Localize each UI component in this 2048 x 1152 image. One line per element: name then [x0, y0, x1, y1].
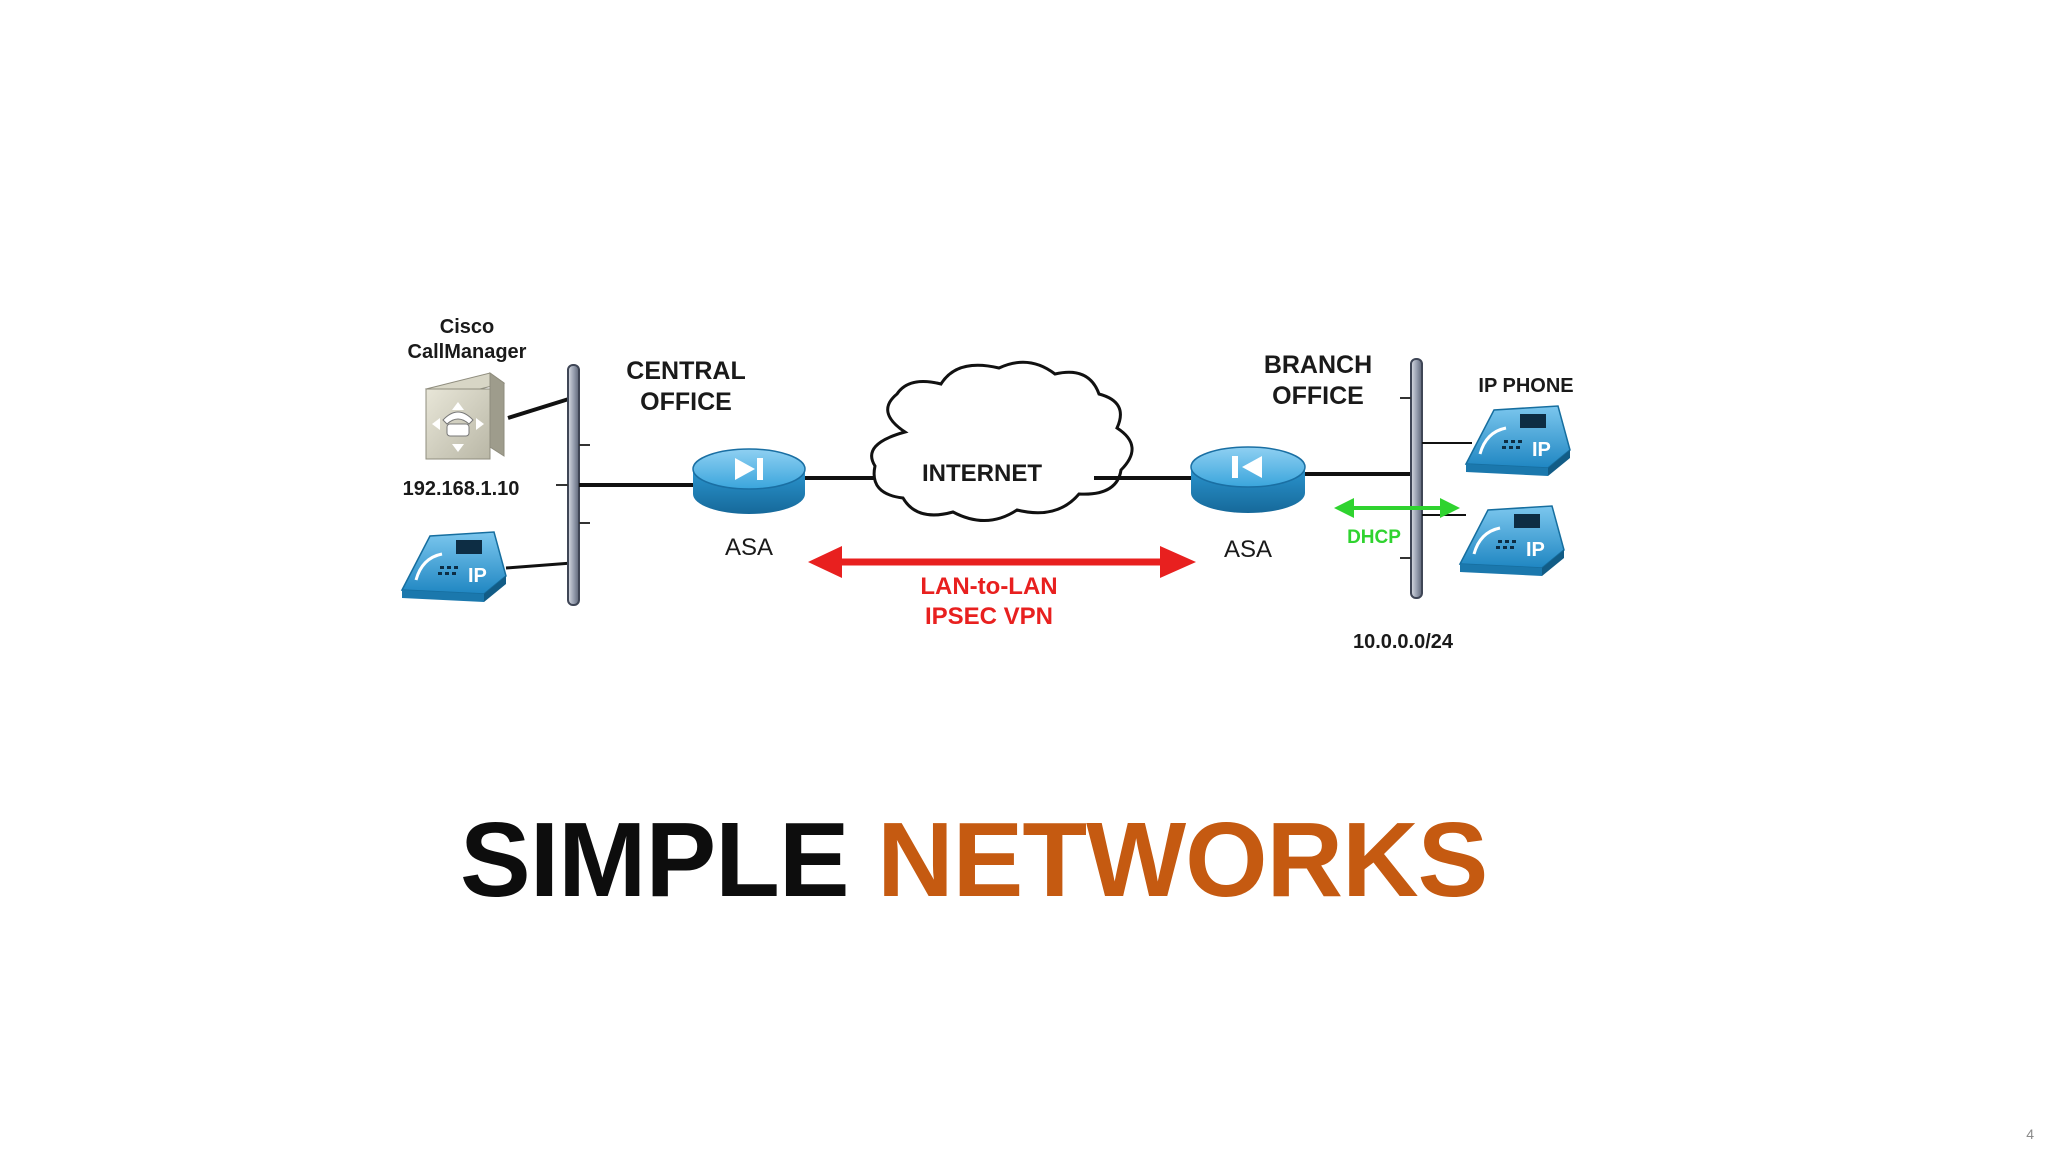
phone-badge: IP — [468, 565, 487, 587]
central-office-line2: OFFICE — [640, 388, 732, 416]
dhcp-label: DHCP — [1347, 527, 1401, 548]
server-link — [507, 396, 573, 420]
callmanager-label-line2: CallManager — [408, 341, 527, 363]
asa-left-label: ASA — [725, 534, 773, 561]
asa-firewall-left-icon — [692, 448, 806, 514]
vpn-tunnel-arrow — [808, 546, 1196, 578]
vpn-label-line2: IPSEC VPN — [925, 603, 1053, 630]
callmanager-label-line1: Cisco — [440, 316, 494, 338]
central-office-lan-bus — [567, 364, 580, 606]
vpn-label-line1: LAN-to-LAN — [920, 573, 1057, 600]
ip-phone-icon: IP — [1458, 505, 1565, 576]
branch-office-line2: OFFICE — [1272, 382, 1364, 410]
callmanager-server-icon — [424, 372, 506, 460]
ip-phone-label: IP PHONE — [1478, 375, 1573, 397]
asa-right-label: ASA — [1224, 536, 1272, 563]
slide-title: SIMPLE NETWORKS — [460, 800, 1660, 920]
callmanager-ip: 192.168.1.10 — [403, 478, 520, 500]
title-part-simple: SIMPLE — [460, 801, 878, 919]
branch-office-line1: BRANCH — [1264, 351, 1372, 379]
branch-subnet: 10.0.0.0/24 — [1353, 631, 1454, 653]
dhcp-arrow — [1334, 498, 1460, 518]
ip-phone-icon: IP — [400, 531, 507, 602]
internet-label: INTERNET — [922, 460, 1042, 487]
title-part-networks: NETWORKS — [877, 801, 1488, 919]
ip-phone-icon: IP — [1464, 405, 1571, 476]
internet-cloud-icon — [870, 360, 1134, 522]
phone-badge: IP — [1526, 539, 1545, 561]
branch-office-lan-bus — [1410, 358, 1423, 599]
phone-badge: IP — [1532, 439, 1551, 461]
central-office-line1: CENTRAL — [626, 357, 745, 385]
page-number: 4 — [2026, 1126, 2034, 1142]
phone-link — [505, 561, 573, 570]
asa-firewall-right-icon — [1190, 446, 1306, 513]
